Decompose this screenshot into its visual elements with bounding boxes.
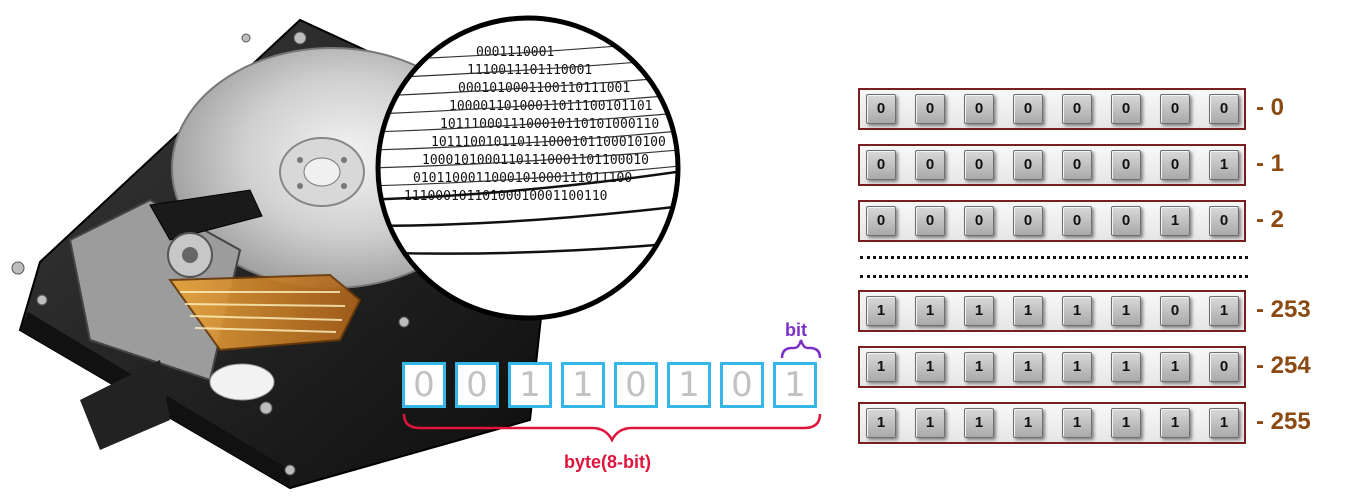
bit-cell: 0 (1160, 296, 1190, 326)
ellipsis-dots (860, 275, 1248, 278)
bit-cell: 1 (1013, 352, 1043, 382)
bit-cell: 0 (1013, 94, 1043, 124)
bit-cell: 0 (1062, 150, 1092, 180)
bit-cell: 0 (1013, 150, 1043, 180)
bit-cell: 1 (1209, 296, 1239, 326)
bit-cell: 1 (866, 296, 896, 326)
bit-cell: 1 (915, 408, 945, 438)
bit-cell: 1 (1111, 408, 1141, 438)
bit-cell: 0 (915, 206, 945, 236)
bit-cell: 0 (1111, 206, 1141, 236)
bit-cell: 1 (1209, 408, 1239, 438)
bit-cell: 0 (964, 94, 994, 124)
bit-cell: 0 (915, 94, 945, 124)
bit-cell: 1 (1160, 408, 1190, 438)
bit-cell: 0 (866, 94, 896, 124)
bit-cell: 0 (1209, 206, 1239, 236)
ellipsis-dots (860, 256, 1248, 259)
bit-cell: 1 (1160, 206, 1190, 236)
decimal-value-label: - 1 (1256, 150, 1284, 178)
bit-cell: 1 (1062, 352, 1092, 382)
decimal-value-label: - 253 (1256, 296, 1311, 324)
bit-cell: 1 (1111, 296, 1141, 326)
bit-cell: 1 (964, 408, 994, 438)
bit-cell: 1 (915, 352, 945, 382)
bit-cell: 0 (866, 206, 896, 236)
bit-cell: 0 (1160, 94, 1190, 124)
bit-cell: 1 (964, 296, 994, 326)
bit-cell: 0 (866, 150, 896, 180)
bit-cell: 1 (964, 352, 994, 382)
bit-cell: 0 (1209, 352, 1239, 382)
bit-cell: 0 (1062, 206, 1092, 236)
bit-cell: 1 (915, 296, 945, 326)
bit-cell: 1 (1013, 408, 1043, 438)
bit-cell: 0 (1111, 150, 1141, 180)
bit-cell: 1 (1160, 352, 1190, 382)
byte-brace (404, 414, 820, 440)
bit-cell: 0 (915, 150, 945, 180)
bit-cell: 0 (964, 150, 994, 180)
bit-cell: 0 (1111, 94, 1141, 124)
bit-cell: 1 (866, 408, 896, 438)
bit-label: bit (785, 320, 807, 341)
bit-cell: 1 (1062, 408, 1092, 438)
bit-cell: 0 (964, 206, 994, 236)
decimal-value-label: - 255 (1256, 408, 1311, 436)
bit-cell: 0 (1013, 206, 1043, 236)
bit-cell: 0 (1209, 94, 1239, 124)
decimal-value-label: - 2 (1256, 206, 1284, 234)
bit-cell: 1 (1111, 352, 1141, 382)
bit-cell: 0 (1062, 94, 1092, 124)
bit-cell: 1 (1062, 296, 1092, 326)
decimal-value-label: - 254 (1256, 352, 1311, 380)
bit-brace (782, 340, 820, 358)
bit-cell: 1 (1013, 296, 1043, 326)
decimal-value-label: - 0 (1256, 94, 1284, 122)
byte-label: byte(8-bit) (564, 452, 651, 473)
bit-cell: 0 (1160, 150, 1190, 180)
bit-cell: 1 (1209, 150, 1239, 180)
bit-cell: 1 (866, 352, 896, 382)
